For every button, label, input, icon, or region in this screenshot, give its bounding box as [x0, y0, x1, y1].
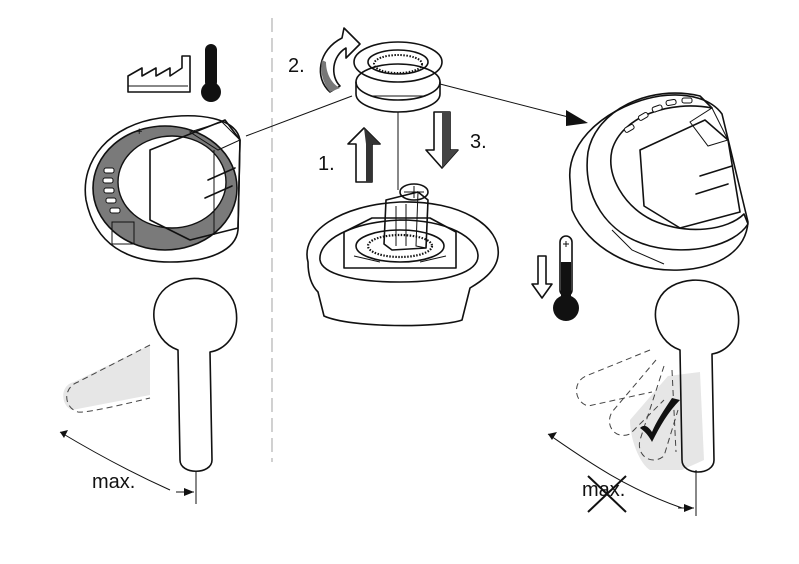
svg-text:+: +: [136, 126, 142, 138]
left-dial: +: [84, 115, 241, 263]
max-label-left: max.: [92, 471, 135, 493]
arrow-up-icon: [347, 127, 381, 183]
connector-arrowhead: [566, 110, 588, 126]
factory-icon: [127, 55, 191, 93]
step-1-label: 1.: [318, 153, 335, 175]
thermometer-minus-icon: [553, 235, 579, 321]
cross-icon: [587, 475, 627, 513]
ring-insert: [353, 41, 443, 113]
rotate-arrow-icon: [319, 27, 361, 93]
valve-base: [306, 183, 499, 327]
right-dial: [569, 92, 749, 271]
step-3-label: 3.: [470, 131, 487, 153]
connector-right: [439, 83, 581, 121]
connector-left: [245, 95, 353, 137]
left-max-dimension: [59, 430, 197, 504]
step-2-label: 2.: [288, 55, 305, 77]
arrow-down-icon: [425, 111, 459, 169]
right-max-dimension: [547, 432, 697, 516]
right-handle: [576, 279, 740, 473]
check-icon: [640, 398, 680, 442]
cold-arrow-down-icon: [531, 255, 553, 299]
left-handle: [63, 277, 238, 473]
thermometer-icon: [201, 44, 221, 102]
